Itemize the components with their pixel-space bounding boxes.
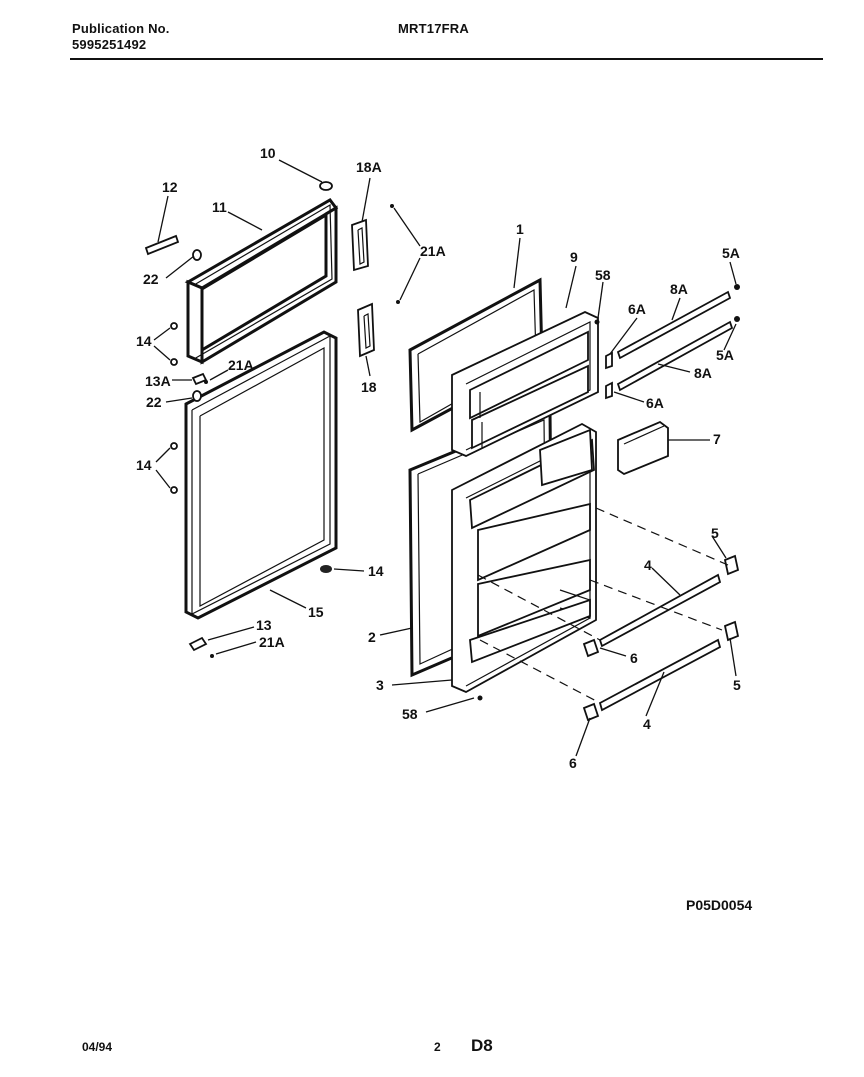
callout-11: 11 — [212, 199, 227, 215]
callout-13a: 13A — [145, 373, 171, 389]
callout-6a-top: 6A — [628, 301, 646, 317]
leader-lines — [153, 159, 737, 757]
callout-8a-bottom: 8A — [694, 365, 712, 381]
callout-1: 1 — [516, 221, 524, 237]
callout-22-mid: 22 — [146, 394, 162, 410]
callout-2: 2 — [368, 629, 376, 645]
fresh-food-inner-door — [451, 422, 597, 694]
handles — [351, 218, 375, 358]
callout-8a-top: 8A — [670, 281, 688, 297]
callout-58-top: 58 — [595, 267, 611, 283]
callout-18a: 18A — [356, 159, 382, 175]
model-number: MRT17FRA — [398, 21, 469, 36]
alignment-lines — [477, 507, 729, 704]
callout-14-bottom: 14 — [368, 563, 384, 579]
callout-58-bottom: 58 — [402, 706, 418, 722]
callout-15: 15 — [308, 604, 324, 620]
dairy-door — [617, 420, 669, 476]
callout-5a-bottom: 5A — [716, 347, 734, 363]
freezer-inner-door — [451, 311, 599, 457]
callout-labels: 10 12 11 18A 21A 1 9 58 5A 8A 6A 22 14 1… — [136, 145, 741, 771]
callout-21a-top: 21A — [420, 243, 446, 259]
callout-21a-bottom: 21A — [259, 634, 285, 650]
callout-9: 9 — [570, 249, 578, 265]
callout-6-lower: 6 — [569, 755, 577, 771]
publication-number: 5995251492 — [72, 37, 147, 52]
callout-4-upper: 4 — [644, 557, 652, 573]
fresh-food-door-liner — [184, 330, 338, 620]
callout-4-lower: 4 — [643, 716, 651, 732]
callout-10: 10 — [260, 145, 276, 161]
callout-3: 3 — [376, 677, 384, 693]
callout-14-upper: 14 — [136, 333, 152, 349]
publication-label: Publication No. — [72, 21, 170, 36]
callout-21a-mid: 21A — [228, 357, 254, 373]
freezer-door-liner — [184, 198, 339, 365]
hardware — [144, 181, 740, 722]
callout-7: 7 — [713, 431, 721, 447]
footer-page: 2 — [434, 1040, 441, 1054]
callout-14-mid: 14 — [136, 457, 152, 473]
shelf-rails — [598, 290, 734, 712]
callout-5-lower: 5 — [733, 677, 741, 693]
callout-13: 13 — [256, 617, 272, 633]
callout-6-upper: 6 — [630, 650, 638, 666]
drawing-code: P05D0054 — [686, 897, 753, 913]
callout-12: 12 — [162, 179, 178, 195]
callout-18: 18 — [361, 379, 377, 395]
footer-section: D8 — [471, 1036, 493, 1055]
footer-date: 04/94 — [82, 1040, 113, 1054]
callout-5-upper: 5 — [711, 525, 719, 541]
header-rule — [70, 58, 823, 60]
callout-6a-bottom: 6A — [646, 395, 664, 411]
callout-22-top: 22 — [143, 271, 159, 287]
callout-5a-top: 5A — [722, 245, 740, 261]
